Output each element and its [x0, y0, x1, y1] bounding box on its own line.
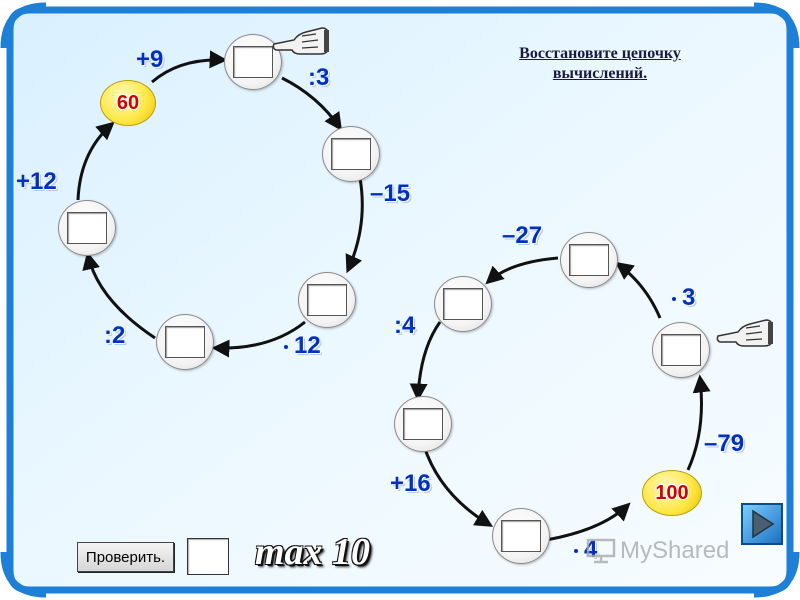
chain-a-node-3[interactable] — [298, 272, 356, 328]
answer-slot[interactable] — [165, 326, 205, 358]
frame-corner — [753, 551, 800, 598]
arrow — [281, 76, 343, 131]
answer-slot[interactable] — [331, 138, 371, 170]
task-title: Восстановите цепочку вычислений. — [470, 44, 730, 84]
arrow — [422, 445, 494, 527]
frame-corner — [0, 2, 47, 49]
chain-a-op-5: :2 — [104, 322, 126, 349]
frame-corner — [0, 551, 47, 598]
watermark-text: MyShared — [620, 537, 730, 564]
chain-a-arrows — [76, 50, 364, 358]
chain-a-op-2: :3 — [308, 64, 330, 91]
answer-slot[interactable] — [661, 334, 701, 366]
answer-slot[interactable] — [67, 212, 107, 244]
task-title-line-2: вычислений. — [552, 65, 648, 82]
chain-b-op-4: :4 — [394, 312, 416, 339]
answer-slot[interactable] — [403, 408, 443, 440]
frame-corner — [753, 2, 800, 49]
chain-b-node-1[interactable] — [652, 322, 710, 378]
arrow — [211, 320, 306, 358]
answer-slot[interactable] — [443, 288, 483, 320]
chain-b-node-3[interactable] — [434, 276, 492, 332]
arrow — [615, 261, 662, 319]
pointing-hand-icon — [272, 27, 329, 55]
chain-b-op-2-value: 3 — [682, 284, 696, 311]
answer-slot[interactable] — [307, 284, 347, 316]
chain-a-op-4: 12 — [284, 332, 321, 360]
chain-a-op-4-value: 12 — [294, 332, 321, 359]
arrow — [76, 121, 115, 201]
chain-b-arrows — [409, 256, 711, 542]
chain-a-op-3: –15 — [370, 180, 411, 207]
chain-b-node-2[interactable] — [560, 232, 618, 288]
arrow — [686, 374, 711, 471]
pointing-hand-icon — [716, 319, 773, 347]
answer-slot[interactable] — [233, 46, 273, 78]
chain-b-op-2: 3 — [672, 284, 695, 312]
watermark: MyShared — [586, 537, 729, 565]
answer-slot[interactable] — [501, 520, 541, 552]
next-arrow-icon[interactable] — [741, 503, 783, 545]
answer-slot[interactable] — [569, 244, 609, 276]
chain-a-op-1: +9 — [136, 46, 164, 73]
chain-b-op-5: +16 — [390, 470, 431, 497]
chain-b-start-node: 100 — [642, 470, 702, 516]
multiply-dot-icon — [672, 296, 676, 301]
arrow — [409, 321, 442, 402]
chain-b-op-1: –79 — [704, 430, 745, 457]
chain-a-node-2[interactable] — [322, 126, 380, 182]
chain-b-node-5[interactable] — [492, 508, 550, 564]
arrow — [485, 256, 559, 285]
chain-a-op-6: +12 — [16, 168, 57, 195]
multiply-dot-icon — [284, 344, 288, 349]
score-input[interactable] — [187, 538, 229, 575]
arrow — [82, 251, 156, 340]
arrow — [545, 502, 631, 542]
multiply-dot-icon — [574, 548, 578, 553]
check-button[interactable]: Проверить. — [77, 542, 174, 572]
chain-b-op-3: –27 — [502, 222, 543, 249]
task-title-line-1: Восстановите цепочку — [519, 45, 681, 62]
chain-b-node-4[interactable] — [394, 396, 452, 452]
arrow — [151, 50, 228, 84]
chain-a-start-node: 60 — [100, 80, 156, 126]
arrow — [345, 177, 364, 274]
chain-a-node-5[interactable] — [58, 200, 116, 256]
max-score-label: max 10 — [255, 531, 371, 573]
presentation-board-icon — [586, 538, 616, 564]
chain-a-node-1[interactable] — [224, 34, 282, 90]
chain-a-node-4[interactable] — [156, 314, 214, 370]
